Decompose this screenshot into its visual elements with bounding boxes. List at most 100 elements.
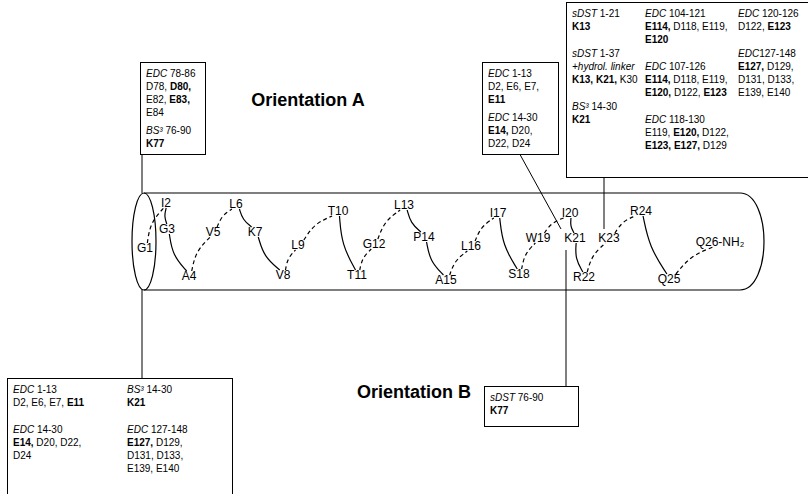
reagent-heading: EDC 107-126 bbox=[645, 60, 733, 73]
residue-token: D24 bbox=[512, 138, 530, 149]
residue-label: R24 bbox=[630, 205, 652, 217]
residue-label: Q25 bbox=[658, 273, 681, 285]
residue-label: P14 bbox=[413, 231, 434, 243]
residue-token: E140 bbox=[156, 463, 179, 474]
reagent-heading: BS³ 14-30 bbox=[127, 383, 207, 396]
residue-token: K21 bbox=[127, 397, 145, 408]
reagent-heading: EDC 14-30 bbox=[13, 423, 88, 436]
reagent-heading: EDC 1-13 bbox=[488, 67, 544, 80]
leader-line bbox=[142, 155, 143, 194]
residue-token: D122, bbox=[674, 87, 703, 98]
reagent-heading: BS³ 76-90 bbox=[146, 124, 202, 137]
residue-list: E119, E120, D122, E123, E127, D129 bbox=[645, 126, 733, 152]
residue-token: E120 bbox=[645, 34, 668, 45]
residue-token: D129, bbox=[767, 61, 794, 72]
residue-list: K77 bbox=[490, 404, 570, 417]
helix-backbone bbox=[407, 210, 421, 232]
reagent-heading: sDST 1-21 bbox=[572, 7, 640, 20]
residue-list: E114, D118, E119, E120 bbox=[645, 20, 733, 46]
reagent-name: BS³ bbox=[146, 125, 163, 136]
reagent-heading: EDC 78-86 bbox=[146, 67, 202, 80]
residue-label: I20 bbox=[562, 207, 579, 219]
leader-line bbox=[604, 178, 605, 230]
residue-list: E127, D129, D131, D133, E139, E140 bbox=[127, 436, 207, 475]
residue-token: K77 bbox=[146, 138, 164, 149]
residue-token: E7, bbox=[49, 397, 67, 408]
reagent-name: BS³ bbox=[572, 101, 589, 112]
residue-label: A15 bbox=[435, 274, 456, 286]
residue-token: E114, bbox=[645, 21, 673, 32]
residue-range: 104-121 bbox=[666, 8, 705, 19]
residue-token: D22, bbox=[488, 138, 512, 149]
residue-range: 14-30 bbox=[589, 101, 617, 112]
residue-list: D2, E6, E7, E11 bbox=[488, 80, 544, 106]
residue-token: D118, bbox=[673, 74, 702, 85]
reagent-heading: EDC 14-30 bbox=[488, 111, 544, 124]
reagent-heading: EDC 118-130 bbox=[645, 113, 733, 126]
residue-range: 1-13 bbox=[509, 68, 532, 79]
residue-token: E127, bbox=[674, 140, 703, 151]
residue-label: K21 bbox=[564, 232, 585, 244]
residue-list: K77 bbox=[146, 137, 202, 150]
reagent-name: EDC bbox=[488, 68, 509, 79]
reagent-name: EDC bbox=[127, 424, 148, 435]
residue-range: 1-37 bbox=[597, 48, 620, 59]
residue-token: E140 bbox=[767, 87, 790, 98]
residue-token: D22, bbox=[60, 437, 81, 448]
cylinder-end bbox=[132, 193, 156, 290]
residue-range: 14-30 bbox=[34, 424, 62, 435]
residue-token: E123 bbox=[767, 21, 790, 32]
helix-backbone bbox=[286, 250, 296, 270]
crosslink-box: EDC 1-13D2, E6, E7, E11EDC 14-30E14, D20… bbox=[482, 62, 559, 155]
crosslink-box: sDST 76-90K77 bbox=[484, 386, 579, 427]
helix-backbone bbox=[615, 216, 635, 233]
residue-token: D122, bbox=[738, 21, 767, 32]
helix-backbone bbox=[475, 218, 494, 241]
box-column: EDC 120-126D122, E123EDC127-148E127, D12… bbox=[738, 7, 802, 99]
residue-token: E127, bbox=[127, 437, 156, 448]
reagent-heading: EDC 1-13 bbox=[13, 383, 88, 396]
residue-list: D78, D80, E82, E83, E84 bbox=[146, 80, 202, 119]
residue-token: D2, bbox=[13, 397, 31, 408]
reagent-name: EDC bbox=[645, 8, 666, 19]
residue-list: K21 bbox=[572, 113, 640, 126]
residue-range: 127-148 bbox=[759, 48, 796, 59]
helix-backbone bbox=[500, 218, 518, 269]
residue-token: E14, bbox=[488, 125, 511, 136]
residue-token: E139, bbox=[738, 87, 767, 98]
residue-list: K13, K21, K30 bbox=[572, 73, 640, 86]
crosslink-box: sDST 1-21K13sDST 1-37+hydrol. linkerK13,… bbox=[566, 2, 808, 178]
residue-range: 1-21 bbox=[597, 8, 620, 19]
residue-token: D80, bbox=[170, 81, 191, 92]
reagent-name: EDC bbox=[488, 112, 509, 123]
helix-backbone bbox=[258, 237, 279, 270]
reagent-heading: sDST 1-37 bbox=[572, 47, 640, 60]
reagent-name: EDC bbox=[13, 384, 34, 395]
helix-backbone bbox=[378, 210, 400, 239]
residue-list: D122, E123 bbox=[738, 20, 802, 33]
residue-token: E139, bbox=[127, 463, 156, 474]
helix-backbone bbox=[522, 243, 536, 269]
residue-token: D133, bbox=[767, 74, 794, 85]
crosslink-box: EDC 1-13D2, E6, E7, E11EDC 14-30E14, D20… bbox=[7, 378, 233, 494]
helix-backbone bbox=[427, 242, 444, 275]
helix-backbone bbox=[643, 216, 667, 274]
residue-token: D129 bbox=[703, 140, 727, 151]
residue-label: K23 bbox=[598, 232, 619, 244]
crosslink-box: EDC 78-86D78, D80, E82, E83, E84BS³ 76-9… bbox=[140, 62, 206, 155]
residue-label: W19 bbox=[526, 232, 551, 244]
residue-token: E120, bbox=[673, 127, 702, 138]
helix-backbone bbox=[676, 247, 713, 274]
residue-token: D20, bbox=[36, 437, 60, 448]
residue-range: 127-148 bbox=[148, 424, 187, 435]
reagent-heading: BS³ 14-30 bbox=[572, 100, 640, 113]
residue-list: K13 bbox=[572, 20, 640, 33]
residue-range: 14-30 bbox=[144, 384, 172, 395]
residue-token: E119, bbox=[702, 21, 727, 32]
helix-backbone bbox=[450, 251, 468, 275]
residue-token: D131, bbox=[738, 74, 767, 85]
residue-token: E127, bbox=[738, 61, 767, 72]
residue-label: L16 bbox=[461, 240, 481, 252]
helix-backbone bbox=[304, 216, 332, 240]
